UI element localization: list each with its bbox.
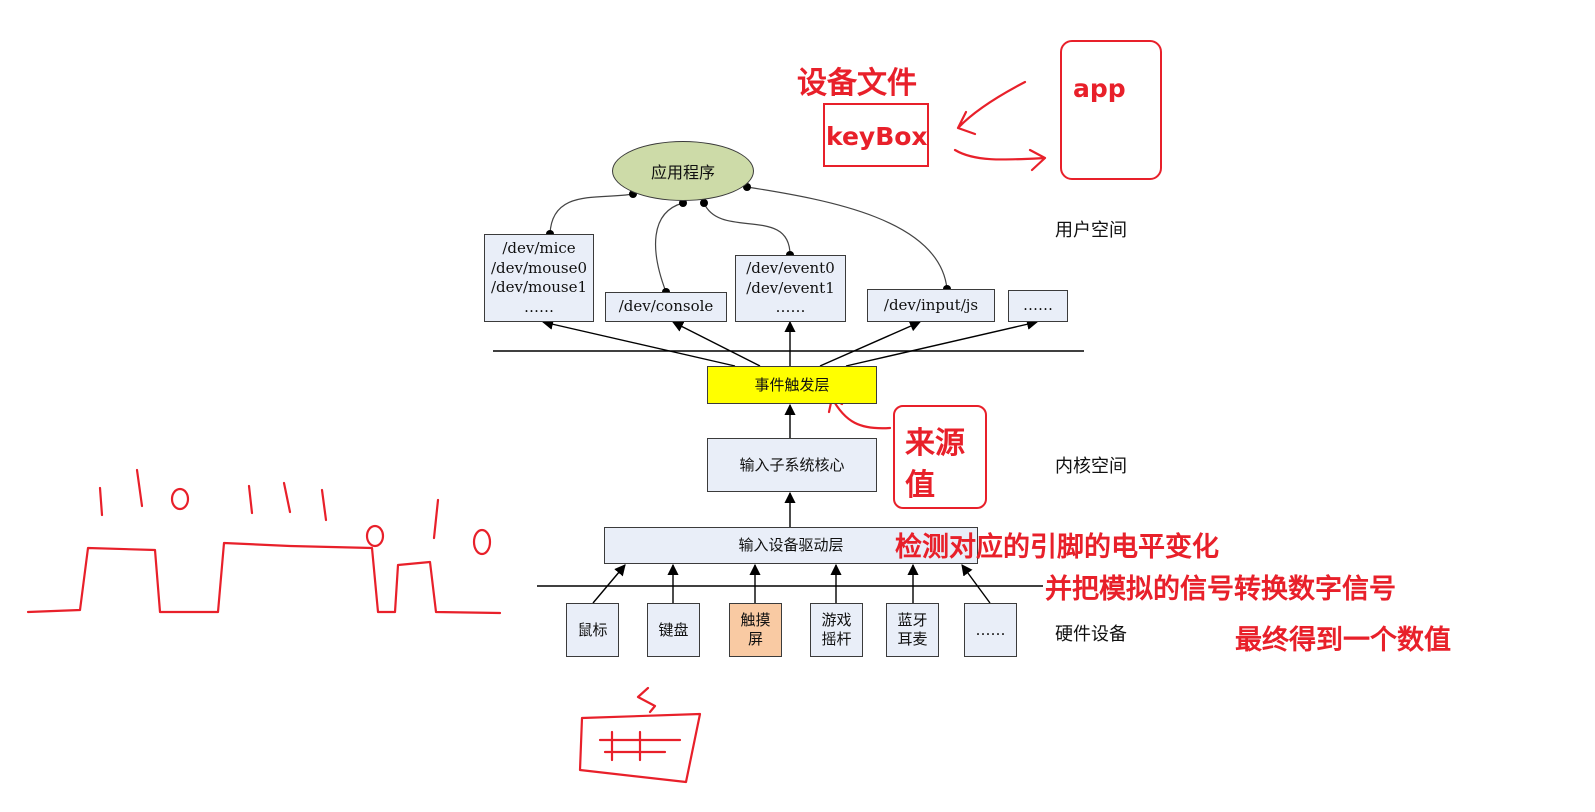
app-to-keybox-arrow: [956, 80, 1027, 136]
device-label: ……: [975, 620, 1006, 639]
dev-node-line: ……: [775, 298, 806, 317]
app-label: app: [1073, 74, 1126, 103]
dev-node-line: /dev/input/js: [883, 295, 979, 314]
application-label: 应用程序: [650, 163, 715, 182]
event-to-dev-arrows: [541, 318, 1039, 367]
binary-digit-0a: [170, 487, 190, 511]
binary-digit-1e: [320, 488, 328, 522]
curve-app-to-input-js: [746, 186, 948, 290]
device-joystick: 游戏摇杆: [810, 603, 863, 657]
dev-node-line: /dev/event1: [746, 278, 835, 297]
binary-digit-0c: [472, 528, 492, 556]
final-value-annotation: 最终得到一个数值: [1235, 625, 1451, 656]
device-bluetooth-headset: 蓝牙耳麦: [886, 603, 939, 657]
binary-digit-1d: [282, 481, 292, 514]
binary-digit-0b: [365, 524, 385, 548]
hardware-label: 硬件设备: [1055, 624, 1127, 645]
keybox-label: keyBox: [826, 122, 928, 151]
input-core-label: 输入子系统核心: [739, 455, 845, 474]
keyboard-sketch: [578, 686, 702, 784]
dev-node-line: /dev/console: [618, 297, 714, 316]
kernel-space-label: 内核空间: [1055, 456, 1127, 477]
binary-digit-1c: [247, 484, 254, 515]
dev-node-line: /dev/event0: [746, 259, 835, 278]
dev-console-box: /dev/console: [605, 292, 727, 322]
binary-digit-1a: [98, 486, 104, 517]
binary-digit-1f: [432, 498, 440, 540]
detect-annotation: 检测对应的引脚的电平变化: [895, 532, 1219, 563]
curve-app-to-console: [655, 202, 684, 293]
square-wave-signal: [26, 541, 502, 615]
dev-mice-box: /dev/mice /dev/mouse0 /dev/mouse1 ……: [484, 234, 594, 322]
dev-more-box: ……: [1008, 290, 1068, 322]
dev-node-line: ……: [524, 297, 554, 316]
dev-node-line: /dev/mouse1: [490, 278, 588, 296]
device-keyboard: 键盘: [647, 603, 700, 657]
device-label: 游戏摇杆: [821, 611, 852, 648]
device-label: 蓝牙耳麦: [897, 611, 928, 648]
input-driver-layer: 输入设备驱动层: [604, 527, 978, 564]
user-space-label: 用户空间: [1055, 220, 1127, 241]
event-handler-layer: 事件触发层: [707, 366, 877, 404]
keybox-to-app-arrow: [953, 148, 1047, 172]
device-label: 触摸屏: [740, 611, 771, 648]
keybox-box: [823, 103, 929, 167]
dev-node-line: ……: [1023, 296, 1053, 315]
device-file-annotation: 设备文件: [797, 66, 917, 101]
device-label: 鼠标: [577, 620, 608, 639]
device-label: 键盘: [658, 620, 689, 639]
curve-app-to-mice: [549, 193, 634, 235]
dev-node-line: /dev/mouse0: [490, 258, 588, 277]
curve-app-to-event: [703, 202, 791, 256]
convert-annotation: 并把模拟的信号转换数字信号: [1045, 574, 1396, 605]
source-value-line-1: 来源: [905, 426, 965, 461]
source-value-line-2: 值: [905, 468, 935, 503]
dev-node-line: /dev/mice: [502, 239, 576, 257]
dev-event-box: /dev/event0 /dev/event1 ……: [735, 255, 846, 322]
device-to-driver-arrows: [592, 563, 991, 604]
device-mouse: 鼠标: [566, 603, 619, 657]
app-box: [1060, 40, 1162, 180]
dev-input-js-box: /dev/input/js: [867, 289, 995, 322]
source-value-box: [893, 405, 987, 509]
input-driver-label: 输入设备驱动层: [738, 536, 844, 555]
device-more: ……: [964, 603, 1017, 657]
binary-digit-1b: [135, 468, 144, 508]
input-core-layer: 输入子系统核心: [707, 438, 877, 492]
device-touchscreen: 触摸屏: [729, 603, 782, 657]
application-ellipse: 应用程序: [612, 141, 754, 201]
event-handler-label: 事件触发层: [754, 375, 830, 394]
